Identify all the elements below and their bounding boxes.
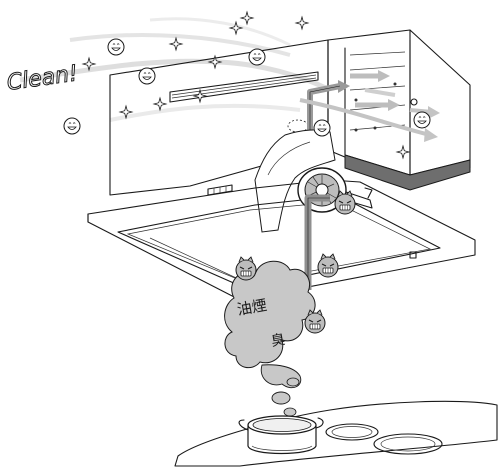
- happy-face-icon: [63, 117, 81, 135]
- control-buttons: [207, 184, 233, 196]
- sparkle-icon: [396, 145, 410, 159]
- cooking-pot-icon: [238, 415, 324, 455]
- odor-label: 臭: [270, 332, 287, 350]
- clean-label: Clean!: [5, 61, 79, 96]
- cutaway-panel: [254, 129, 336, 233]
- oil-smoke-label: 油煙: [236, 296, 269, 319]
- happy-face-icon: [413, 111, 431, 129]
- happy-face-icon: [248, 48, 266, 66]
- cooktop: [174, 400, 498, 467]
- hood-canopy: [87, 179, 476, 301]
- sparkle-icon: [295, 16, 309, 30]
- angry-face-icon: [317, 253, 339, 278]
- happy-face-icon: [313, 119, 331, 137]
- oil-smoke-plume: [224, 194, 330, 417]
- sparkle-icon: [240, 11, 254, 25]
- sparkle-icon: [169, 37, 183, 51]
- stove-burner-icon: [325, 423, 379, 441]
- angry-face-icon: [235, 256, 257, 281]
- happy-face-icon: [138, 67, 156, 85]
- sparkle-icon: [153, 97, 167, 111]
- happy-face-icon: [107, 38, 125, 56]
- stove-burner-icon: [373, 433, 443, 455]
